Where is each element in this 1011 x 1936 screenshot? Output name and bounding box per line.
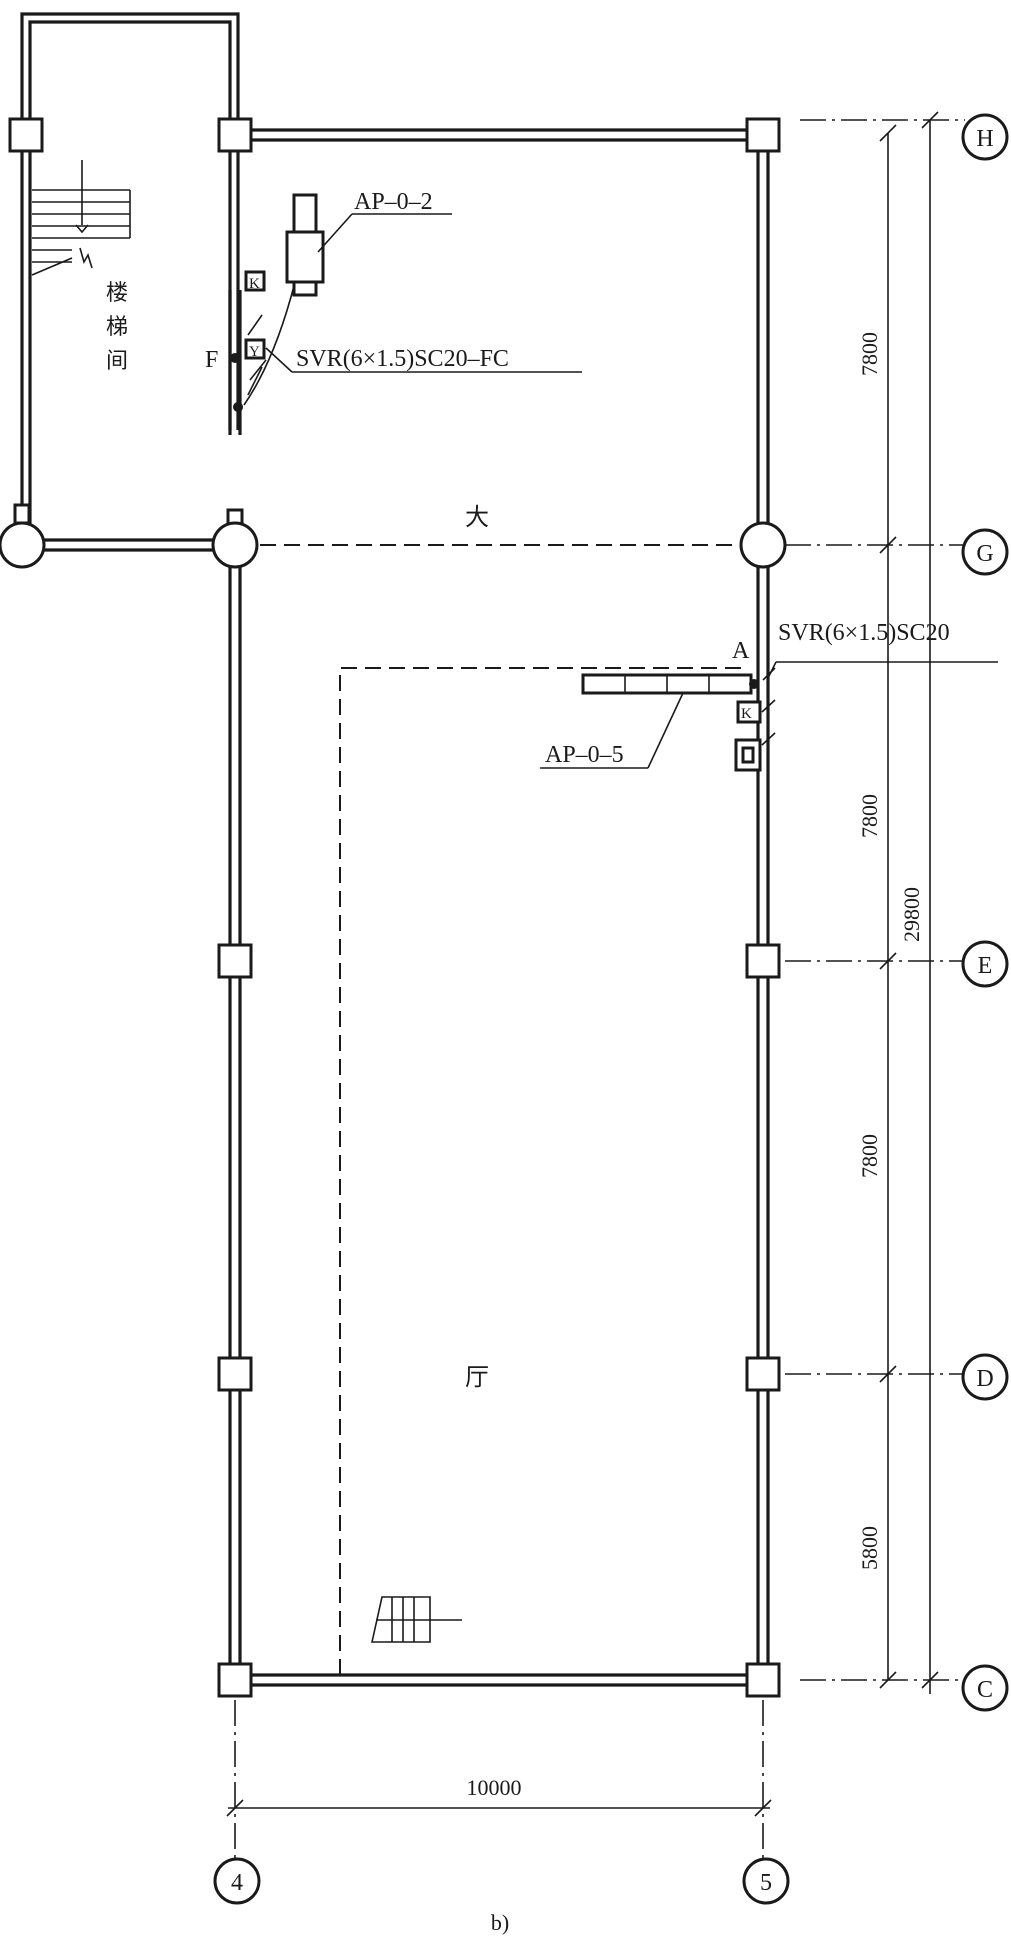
axis-label-4: 4 bbox=[231, 1870, 243, 1896]
dim-d-c: 5800 bbox=[857, 1526, 882, 1570]
round-column bbox=[211, 521, 259, 569]
axis-label-c: C bbox=[977, 1677, 993, 1703]
columns bbox=[0, 117, 787, 1698]
column bbox=[745, 1356, 781, 1392]
column bbox=[217, 1356, 253, 1392]
cable-label-upper: SVR(6×1.5)SC20–FC bbox=[296, 346, 509, 372]
stair-label-1: 楼 bbox=[106, 281, 128, 306]
panel-ap-0-2 bbox=[285, 193, 452, 297]
dimension-system-bottom bbox=[226, 1700, 772, 1860]
switch-group-lower bbox=[734, 667, 776, 772]
cable-leader-lower bbox=[767, 661, 998, 679]
column bbox=[13, 503, 31, 525]
axis-bubble-4 bbox=[213, 1857, 261, 1905]
stairwell-walls bbox=[20, 12, 240, 552]
hall-label-top: 大 bbox=[465, 503, 489, 531]
cable-leader-upper bbox=[265, 347, 582, 373]
symbol-y-upper: Y bbox=[249, 344, 260, 360]
dim-width: 10000 bbox=[467, 1775, 522, 1800]
axis-bubble-h bbox=[961, 113, 1009, 161]
axis-bubbles-rows bbox=[961, 113, 1009, 1712]
axis-bubble-5 bbox=[742, 1857, 790, 1905]
axis-bubble-c bbox=[961, 1664, 1009, 1712]
axis-label-g: G bbox=[976, 541, 993, 567]
dim-h-g: 7800 bbox=[857, 332, 882, 376]
panel-ap-0-5-label: AP–0–5 bbox=[545, 742, 624, 768]
hall-label-bottom: 厅 bbox=[465, 1363, 489, 1391]
symbol-k-lower: K bbox=[741, 706, 752, 722]
stair-symbol bbox=[31, 160, 131, 276]
point-a-label: A bbox=[732, 638, 750, 664]
panel-ap-0-5 bbox=[540, 673, 753, 769]
column bbox=[217, 943, 253, 979]
symbol-k-upper: K bbox=[249, 276, 260, 292]
point-f-label: F bbox=[205, 347, 218, 373]
stair-label-2: 梯 bbox=[106, 315, 128, 340]
column bbox=[745, 943, 781, 979]
switch-group-upper bbox=[243, 270, 296, 406]
wire-dot bbox=[233, 402, 243, 412]
column bbox=[217, 117, 253, 153]
column bbox=[745, 117, 781, 153]
axis-label-5: 5 bbox=[760, 1870, 772, 1896]
cable-label-lower: SVR(6×1.5)SC20 bbox=[778, 620, 950, 646]
figure-caption: b) bbox=[491, 1910, 509, 1935]
dim-total: 29800 bbox=[899, 887, 924, 942]
column bbox=[745, 1662, 781, 1698]
point-f-dot bbox=[230, 353, 240, 363]
hall-zone-boundary bbox=[339, 667, 745, 1675]
axis-bubble-e bbox=[961, 940, 1009, 988]
column bbox=[217, 1662, 253, 1698]
point-a-dot bbox=[749, 679, 759, 689]
panel-ap-0-2-label: AP–0–2 bbox=[354, 189, 433, 215]
round-column bbox=[739, 521, 787, 569]
step-symbol bbox=[371, 1596, 462, 1643]
axis-bubbles-cols bbox=[213, 1857, 790, 1905]
column bbox=[8, 117, 44, 153]
axis-bubble-g bbox=[961, 528, 1009, 576]
axis-bubble-d bbox=[961, 1353, 1009, 1401]
hall-walls bbox=[228, 128, 770, 1687]
axis-label-e: E bbox=[978, 953, 993, 979]
dim-e-d: 7800 bbox=[857, 1134, 882, 1178]
dim-g-e: 7800 bbox=[857, 794, 882, 838]
axis-label-d: D bbox=[976, 1366, 993, 1392]
round-column bbox=[0, 521, 46, 569]
dimension-system-right bbox=[785, 111, 965, 1694]
stair-label-3: 间 bbox=[106, 349, 128, 374]
axis-label-h: H bbox=[976, 126, 993, 152]
